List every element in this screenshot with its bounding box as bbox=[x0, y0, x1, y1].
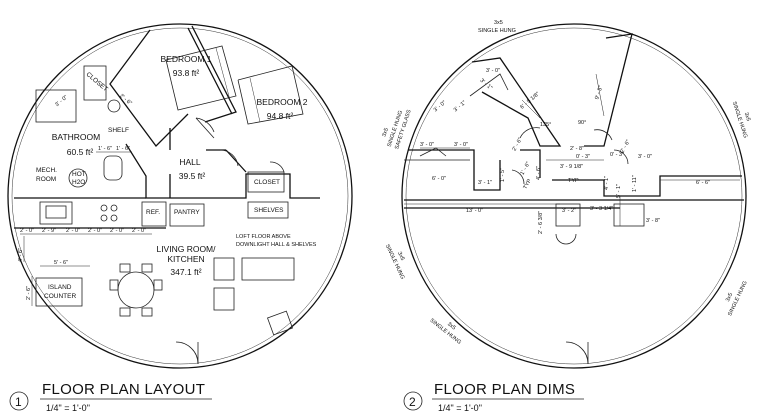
living-area: 347.1 ft² bbox=[170, 267, 201, 277]
floor-plan-layout: BEDROOM 1 93.8 ft² BEDROOM 2 94.8 ft² BA… bbox=[7, 23, 353, 413]
dim-2-6-3: 2' - 6 3/8" bbox=[538, 211, 544, 234]
bathroom-label: BATHROOM bbox=[52, 132, 100, 142]
dim-3-3: 3' - 3 1/4" bbox=[590, 206, 613, 212]
dim-6-0: 6' - 0" bbox=[432, 176, 446, 182]
hall-label: HALL bbox=[179, 157, 201, 167]
plan2-number: 2 bbox=[409, 395, 416, 409]
dim-2-6-b: 2' - 6" bbox=[620, 139, 632, 154]
door-swings-left bbox=[175, 117, 285, 365]
dim-135: 135° bbox=[540, 122, 551, 128]
dim-1-5: 1' - 5" bbox=[500, 168, 506, 182]
dim-3-0-a: 3' - 0" bbox=[486, 68, 500, 74]
dim-90: 90° bbox=[578, 120, 586, 126]
ref-label: REF. bbox=[146, 209, 160, 216]
dim-3-8: 3' - 8" bbox=[646, 218, 660, 224]
dim-island-height: 2' - 6" bbox=[26, 286, 32, 300]
dim-3-9: 3' - 9 1/8" bbox=[560, 164, 583, 170]
dim-bath-left: 3' - 0" bbox=[54, 94, 69, 108]
plan2-number-circle bbox=[403, 391, 423, 411]
dim-counter-5: 2' - 0" bbox=[110, 228, 124, 234]
bedroom2-label: BEDROOM 2 bbox=[256, 97, 307, 107]
loft-label-2: DOWNLIGHT HALL & SHELVES bbox=[236, 242, 317, 248]
dim-counter-2: 2' - 9" bbox=[42, 228, 56, 234]
outer-wall-right bbox=[401, 23, 747, 369]
dim-13-0: 13' - 0" bbox=[466, 208, 483, 214]
hot-label-2: H2O bbox=[72, 179, 85, 186]
dims-door-swings bbox=[511, 127, 629, 365]
island-label-1: ISLAND bbox=[48, 284, 72, 291]
dim-4-6: 4' - 6" bbox=[536, 166, 542, 180]
dims-walls bbox=[404, 33, 744, 227]
dim-island-width: 5' - 6" bbox=[54, 260, 68, 266]
plan1-title: FLOOR PLAN LAYOUT bbox=[42, 381, 205, 398]
shelf-label: SHELF bbox=[108, 127, 129, 134]
hall-walls bbox=[14, 128, 320, 229]
kitchen-counter bbox=[39, 201, 167, 227]
window-top-line1: 3x5 bbox=[494, 20, 503, 26]
closet-upper-label: CLOSET bbox=[85, 71, 109, 93]
window-left-line1: 3x5 bbox=[381, 127, 389, 137]
window-lowleft-line2: SINGLE HUNG bbox=[384, 243, 405, 280]
dim-counter-6: 2' - 0" bbox=[132, 228, 146, 234]
dim-counter-4: 2' - 0" bbox=[88, 228, 102, 234]
dim-counter-1: 2' - 0" bbox=[20, 228, 34, 234]
dim-0-3b: 0' - 3" bbox=[610, 152, 624, 158]
mech-label-1: MECH. bbox=[36, 167, 57, 174]
dim-counter-3: 2' - 0" bbox=[66, 228, 80, 234]
dim-1-11: 1' - 11" bbox=[632, 175, 638, 192]
shelves-label: SHELVES bbox=[254, 207, 284, 214]
dim-4-1: 4' - 1" bbox=[604, 176, 610, 190]
dim-typ-a: TYP bbox=[568, 178, 579, 184]
plan1-number-circle bbox=[9, 391, 29, 411]
plan2-scale: 1/4" = 1'-0" bbox=[438, 403, 482, 413]
window-lowright-line1: 3x5 bbox=[725, 292, 734, 303]
dim-3-0-e: 3' - 0" bbox=[638, 154, 652, 160]
island-label-2: COUNTER bbox=[44, 293, 76, 300]
dim-6-5: 6' - 5 1/8" bbox=[519, 91, 541, 111]
dimension-lines-left bbox=[20, 151, 152, 306]
floor-plan-dims: 3x5 SINGLE HUNG 3x5 SINGLE HUNG SAFETY G… bbox=[381, 20, 751, 413]
window-bottom-line1: 3x5 bbox=[446, 321, 457, 331]
plan2-title: FLOOR PLAN DIMS bbox=[434, 381, 575, 398]
window-lowleft-line1: 3x5 bbox=[396, 251, 405, 262]
closet-right-label: CLOSET bbox=[254, 179, 280, 186]
loft-label-1: LOFT FLOOR ABOVE bbox=[236, 234, 291, 240]
mech-label-2: ROOM bbox=[36, 176, 56, 183]
dim-typ-b: TYP bbox=[523, 178, 534, 191]
bathroom-area: 60.5 ft² bbox=[67, 147, 94, 157]
dim-shelf-b: 1' - 6" bbox=[116, 146, 130, 152]
outer-wall-left bbox=[7, 23, 353, 369]
dim-2-8: 2' - 8" bbox=[570, 146, 584, 152]
plan1-number: 1 bbox=[15, 395, 22, 409]
island-and-dining bbox=[35, 257, 295, 336]
bedroom-walls bbox=[109, 25, 304, 147]
bathroom-fixtures bbox=[35, 65, 123, 188]
dim-0-3a: 0' - 3" bbox=[576, 154, 590, 160]
bedroom1-area: 93.8 ft² bbox=[173, 68, 200, 78]
dim-5-1: 5' - 1" bbox=[616, 184, 622, 198]
bedroom2-area: 94.8 ft² bbox=[267, 111, 294, 121]
dim-6-6: 6' - 6" bbox=[696, 180, 710, 186]
dim-1-6: 1' - 6" bbox=[520, 161, 532, 176]
plan1-scale: 1/4" = 1'-0" bbox=[46, 403, 90, 413]
dim-3-1-a: 3' - 1" bbox=[479, 78, 494, 92]
dim-aisle: 4' - 6" bbox=[18, 248, 24, 262]
living-label-1: LIVING ROOM/ bbox=[156, 244, 216, 254]
bedroom1-label: BEDROOM 1 bbox=[160, 54, 211, 64]
window-right-line1: 3x5 bbox=[743, 112, 751, 122]
dim-3-0-d: 3' - 0" bbox=[454, 142, 468, 148]
dims-dimension-lines bbox=[404, 73, 740, 226]
dim-3-1-c: 3' - 1" bbox=[478, 180, 492, 186]
dim-shelf-a: 1' - 6" bbox=[98, 146, 112, 152]
dim-3-1-b: 3' - 1" bbox=[453, 100, 468, 114]
window-top-line2: SINGLE HUNG bbox=[478, 28, 516, 34]
dim-9-5: 9' - 5" bbox=[594, 85, 604, 100]
dim-3-2: 3' - 2" bbox=[562, 208, 576, 214]
hall-area: 39.5 ft² bbox=[179, 171, 206, 181]
pantry-label: PANTRY bbox=[174, 209, 200, 216]
dim-3-0-c: 3' - 0" bbox=[420, 142, 434, 148]
living-label-2: KITCHEN bbox=[167, 254, 204, 264]
hot-label-1: HOT bbox=[72, 171, 86, 178]
